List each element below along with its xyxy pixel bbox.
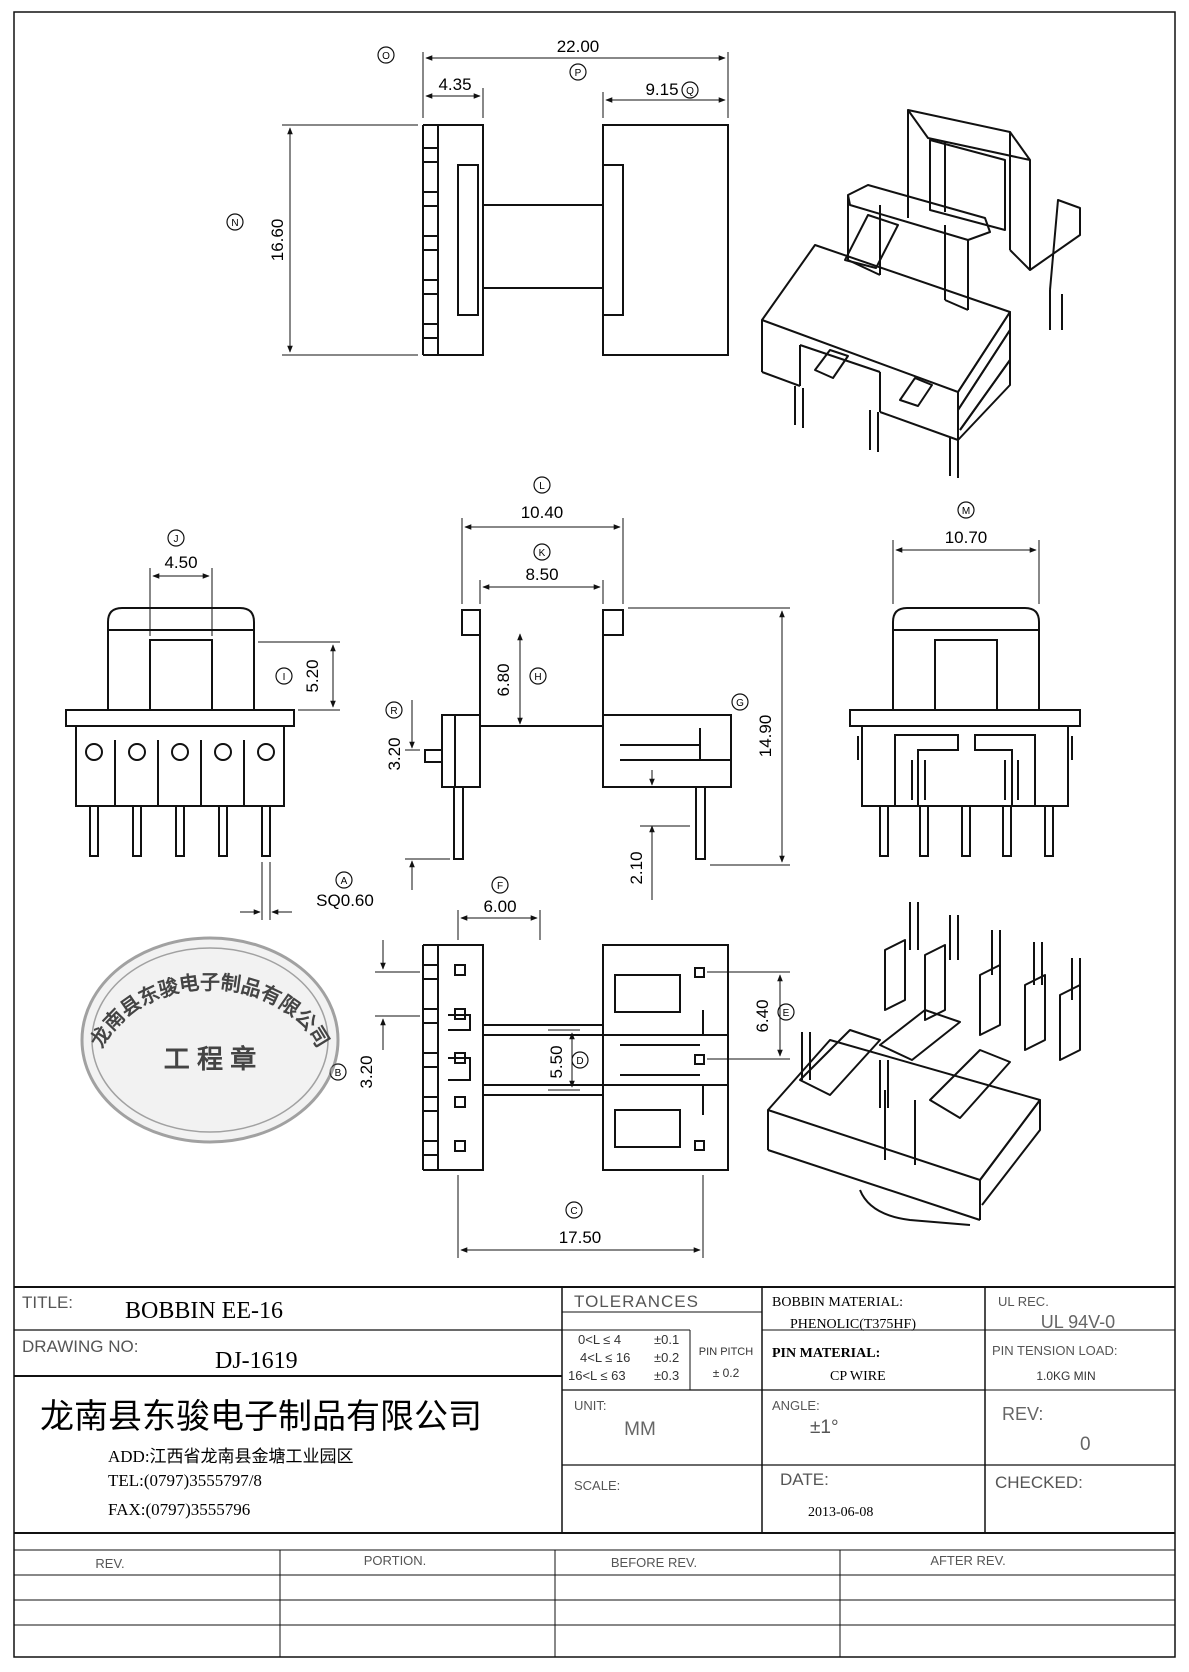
dim-3-20-bottom: 3.20 bbox=[357, 1055, 376, 1088]
dim-4-50: 4.50 bbox=[164, 553, 197, 572]
marker-G: G bbox=[736, 698, 744, 709]
marker-L: L bbox=[539, 481, 545, 492]
front-view-dims bbox=[149, 568, 340, 920]
bottom-view-dims bbox=[375, 910, 790, 1258]
dim-sq0-60: SQ0.60 bbox=[316, 891, 374, 910]
rev-value: 0 bbox=[1080, 1434, 1091, 1455]
title-block-lines bbox=[14, 1286, 1175, 1657]
angle-label: ANGLE: bbox=[772, 1398, 820, 1413]
marker-M: M bbox=[962, 506, 970, 517]
marker-B: B bbox=[335, 1068, 342, 1079]
marker-O: O bbox=[382, 51, 390, 62]
top-view bbox=[422, 124, 729, 356]
pin-material-value: CP WIRE bbox=[830, 1369, 886, 1384]
dim-5-50: 5.50 bbox=[547, 1045, 566, 1078]
tol-range-3: 16<L ≤ 63 bbox=[568, 1368, 626, 1383]
sheet-border bbox=[13, 11, 1176, 1658]
company-tel: TEL:(0797)3555797/8 bbox=[108, 1471, 262, 1490]
dim-6-40: 6.40 bbox=[753, 999, 772, 1032]
after-rev-header: AFTER REV. bbox=[930, 1553, 1005, 1568]
dim-17-50: 17.50 bbox=[559, 1228, 602, 1247]
dim-9-15: 9.15 bbox=[645, 80, 678, 99]
rev-label: REV: bbox=[1002, 1404, 1043, 1424]
checked-label: CHECKED: bbox=[995, 1473, 1083, 1492]
side-view-dims bbox=[405, 518, 790, 900]
dim-8-50: 8.50 bbox=[525, 565, 558, 584]
marker-N: N bbox=[231, 218, 238, 229]
bobbin-material-value: PHENOLIC(T375HF) bbox=[790, 1317, 916, 1332]
drawing-no-label: DRAWING NO: bbox=[22, 1337, 138, 1356]
marker-E: E bbox=[783, 1008, 790, 1019]
dim-14-90: 14.90 bbox=[756, 715, 775, 758]
company-address: ADD:江西省龙南县金塘工业园区 bbox=[108, 1447, 354, 1466]
unit-label: UNIT: bbox=[574, 1398, 607, 1413]
pin-material-label: PIN MATERIAL: bbox=[772, 1346, 880, 1361]
rev-header: REV. bbox=[95, 1556, 124, 1571]
tol-value-3: ±0.3 bbox=[654, 1368, 679, 1383]
dim-10-40: 10.40 bbox=[521, 503, 564, 522]
title-label: TITLE: bbox=[22, 1293, 73, 1312]
tol-value-1: ±0.1 bbox=[654, 1332, 679, 1347]
marker-C: C bbox=[570, 1206, 577, 1217]
pin-tension-label: PIN TENSION LOAD: bbox=[992, 1343, 1117, 1358]
title-value: BOBBIN EE-16 bbox=[125, 1298, 283, 1324]
tol-value-2: ±0.2 bbox=[654, 1350, 679, 1365]
engineering-stamp bbox=[80, 936, 340, 1144]
pin-pitch-value: ± 0.2 bbox=[713, 1366, 740, 1380]
tol-range-2: 4<L ≤ 16 bbox=[580, 1350, 630, 1365]
side-view bbox=[424, 609, 732, 860]
dim-6-80: 6.80 bbox=[494, 663, 513, 696]
bottom-view bbox=[422, 944, 729, 1171]
marker-P: P bbox=[575, 68, 582, 79]
dim-2-10: 2.10 bbox=[627, 851, 646, 884]
tol-range-1: 0<L ≤ 4 bbox=[578, 1332, 621, 1347]
dim-4-35: 4.35 bbox=[438, 75, 471, 94]
tolerances-label: TOLERANCES bbox=[574, 1292, 699, 1311]
front-view bbox=[65, 607, 295, 857]
ul-value: UL 94V-0 bbox=[1041, 1312, 1115, 1332]
top-view-dims bbox=[282, 52, 729, 356]
marker-J: J bbox=[174, 534, 179, 545]
marker-R: R bbox=[390, 706, 397, 717]
dim-16-60: 16.60 bbox=[268, 219, 287, 262]
company-name: 龙南县东骏电子制品有限公司 bbox=[40, 1398, 482, 1436]
marker-K: K bbox=[539, 548, 546, 559]
portion-header: PORTION. bbox=[364, 1553, 427, 1568]
dim-3-20-side: 3.20 bbox=[385, 737, 404, 770]
isometric-view-top bbox=[761, 109, 1081, 478]
marker-A: A bbox=[341, 876, 348, 887]
marker-F: F bbox=[497, 881, 503, 892]
dim-22: 22.00 bbox=[557, 37, 600, 56]
dim-5-20: 5.20 bbox=[303, 659, 322, 692]
end-view bbox=[849, 607, 1081, 857]
date-label: DATE: bbox=[780, 1470, 829, 1489]
scale-label: SCALE: bbox=[574, 1478, 620, 1493]
marker-Q: Q bbox=[686, 86, 694, 97]
isometric-view-bottom bbox=[767, 902, 1081, 1226]
date-value: 2013-06-08 bbox=[808, 1505, 873, 1520]
ul-label: UL REC. bbox=[998, 1294, 1049, 1309]
dim-10-70: 10.70 bbox=[945, 528, 988, 547]
angle-value: ±1° bbox=[810, 1417, 839, 1438]
marker-H: H bbox=[534, 672, 541, 683]
stamp-label: 工 程 章 bbox=[164, 1044, 256, 1074]
drawing-no-value: DJ-1619 bbox=[215, 1348, 298, 1374]
company-fax: FAX:(0797)3555796 bbox=[108, 1500, 250, 1519]
bobbin-material-label: BOBBIN MATERIAL: bbox=[772, 1295, 903, 1310]
end-view-dims bbox=[892, 540, 1040, 604]
pin-tension-value: 1.0KG MIN bbox=[1036, 1369, 1095, 1383]
marker-I: I bbox=[283, 672, 286, 683]
dim-6-00: 6.00 bbox=[483, 897, 516, 916]
unit-value: MM bbox=[624, 1419, 656, 1440]
pin-pitch-label: PIN PITCH bbox=[699, 1346, 753, 1358]
before-rev-header: BEFORE REV. bbox=[611, 1555, 697, 1570]
marker-D: D bbox=[576, 1056, 583, 1067]
